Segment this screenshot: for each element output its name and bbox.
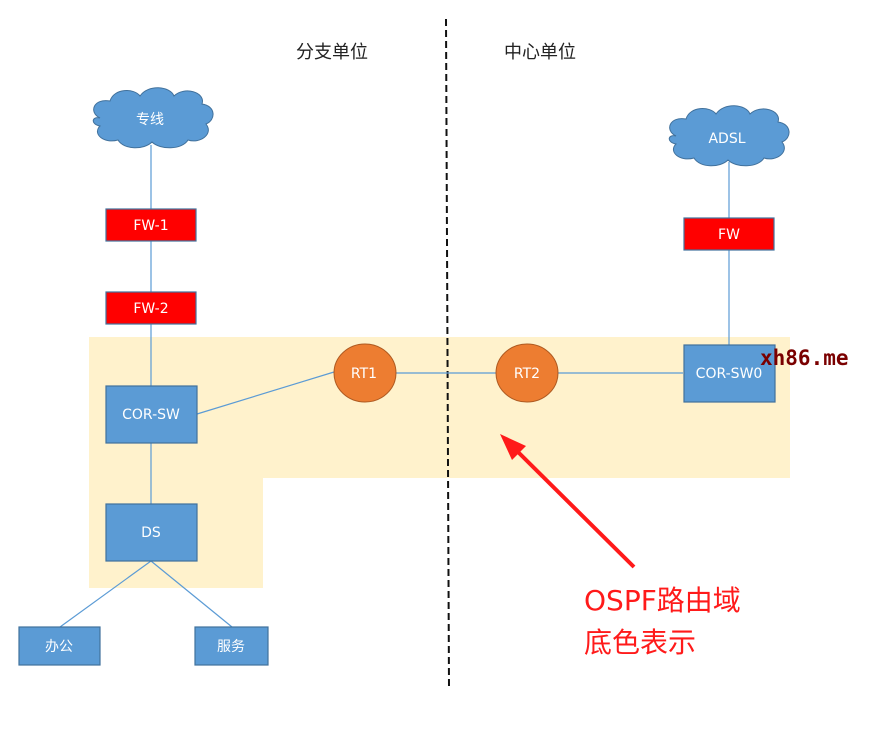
annotation-arrow <box>514 448 636 569</box>
link-corsw-rt1 <box>196 371 335 415</box>
annotation-line-2: 底色表示 <box>584 626 696 659</box>
cloud-icon <box>668 105 790 167</box>
ospf-domain-area <box>89 337 790 588</box>
firewall-fw[interactable]: FW <box>683 217 775 251</box>
link-ds-office <box>59 560 152 628</box>
device-label: 服务 <box>217 639 245 655</box>
firewall-fw2[interactable]: FW-2 <box>105 291 197 325</box>
switch-cor-sw0[interactable]: COR-SW0 <box>683 344 776 403</box>
section-label-center: 中心单位 <box>504 42 576 63</box>
cloud-leased-line[interactable]: 专线 <box>92 87 214 149</box>
device-label: RT2 <box>514 366 540 382</box>
device-label: 办公 <box>45 639 73 655</box>
cloud-label: ADSL <box>708 131 745 147</box>
switch-ds[interactable]: DS <box>105 503 198 562</box>
cloud-adsl[interactable]: ADSL <box>668 105 790 167</box>
divider-dashed-line <box>445 18 450 689</box>
arrowhead-icon <box>500 434 526 460</box>
device-label: RT1 <box>351 366 377 382</box>
endpoint-office[interactable]: 办公 <box>18 626 101 666</box>
cloud-label: 专线 <box>136 112 164 128</box>
cloud-icon <box>92 87 214 149</box>
router-rt1[interactable]: RT1 <box>333 343 397 403</box>
device-label: COR-SW0 <box>696 366 763 382</box>
watermark-text: xh86.me <box>760 346 849 370</box>
link-ds-service <box>150 560 233 628</box>
annotation-line-1: OSPF路由域 <box>584 584 741 617</box>
device-label: FW-1 <box>133 218 168 234</box>
router-rt2[interactable]: RT2 <box>495 343 559 403</box>
switch-cor-sw[interactable]: COR-SW <box>105 385 198 444</box>
device-label: FW <box>718 227 740 243</box>
firewall-fw1[interactable]: FW-1 <box>105 208 197 242</box>
endpoint-service[interactable]: 服务 <box>194 626 269 666</box>
section-label-branch: 分支单位 <box>296 42 368 63</box>
device-label: FW-2 <box>133 301 168 317</box>
device-label: DS <box>141 525 161 541</box>
device-label: COR-SW <box>122 407 180 423</box>
